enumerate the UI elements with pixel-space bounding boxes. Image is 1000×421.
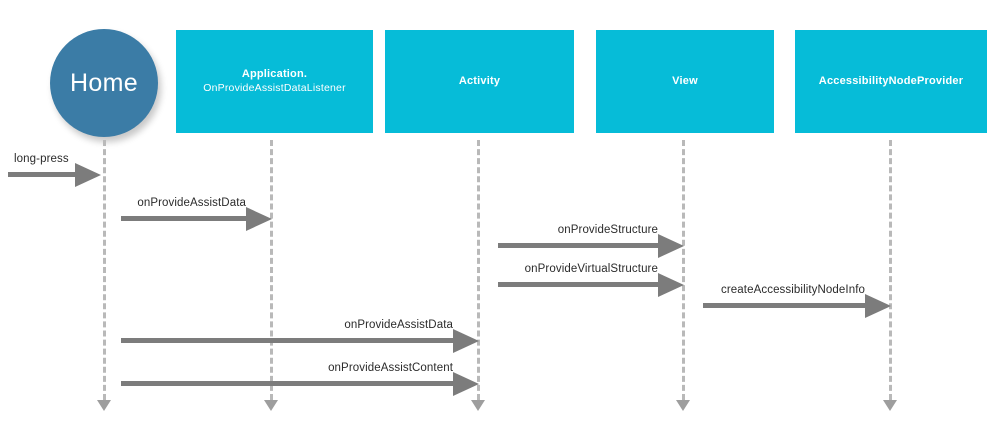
message-label: onProvideAssistContent: [328, 362, 453, 374]
message-shaft: [121, 216, 248, 221]
message-label: onProvideAssistData: [344, 319, 453, 331]
lifeline-end-arrow-home-actor: [97, 400, 111, 411]
participant-box-application-listener: Application.OnProvideAssistDataListener: [176, 30, 373, 133]
message-shaft: [498, 243, 660, 248]
arrow-head-icon: [453, 372, 479, 396]
arrow-head-icon: [75, 163, 101, 187]
message-shaft: [498, 282, 660, 287]
message-shaft: [703, 303, 867, 308]
arrow-head-icon: [658, 273, 684, 297]
message-label: createAccessibilityNodeInfo: [721, 284, 865, 296]
message-label: onProvideAssistData: [137, 197, 246, 209]
lifeline-view: [681, 140, 685, 400]
arrow-head-icon: [246, 207, 272, 231]
message-shaft: [121, 381, 455, 386]
lifeline-end-arrow-application-listener: [264, 400, 278, 411]
lifeline-end-arrow-accessibility-node-provider: [883, 400, 897, 411]
home-actor: Home: [50, 29, 158, 137]
message-label: onProvideStructure: [557, 224, 658, 236]
participant-title: View: [672, 74, 698, 87]
participant-title: AccessibilityNodeProvider: [818, 74, 964, 87]
participant-box-view: View: [596, 30, 774, 133]
arrow-head-icon: [453, 329, 479, 353]
home-actor-label: Home: [70, 68, 138, 97]
lifeline-home-actor: [102, 140, 106, 400]
message-shaft: [8, 172, 77, 177]
arrow-head-icon: [865, 294, 891, 318]
participant-box-activity: Activity: [385, 30, 574, 133]
lifeline-end-arrow-activity: [471, 400, 485, 411]
message-label: long-press: [14, 153, 69, 165]
arrow-head-icon: [658, 234, 684, 258]
participant-subtitle: OnProvideAssistDataListener: [203, 81, 346, 94]
message-label: onProvideVirtualStructure: [524, 263, 658, 275]
lifeline-end-arrow-view: [676, 400, 690, 411]
participant-title: Application.OnProvideAssistDataListener: [203, 68, 346, 94]
message-shaft: [121, 338, 455, 343]
participant-box-accessibility-node-provider: AccessibilityNodeProvider: [795, 30, 987, 133]
lifeline-activity: [476, 140, 480, 400]
lifeline-accessibility-node-provider: [888, 140, 892, 400]
participant-title: Activity: [458, 74, 501, 87]
lifeline-application-listener: [269, 140, 273, 400]
